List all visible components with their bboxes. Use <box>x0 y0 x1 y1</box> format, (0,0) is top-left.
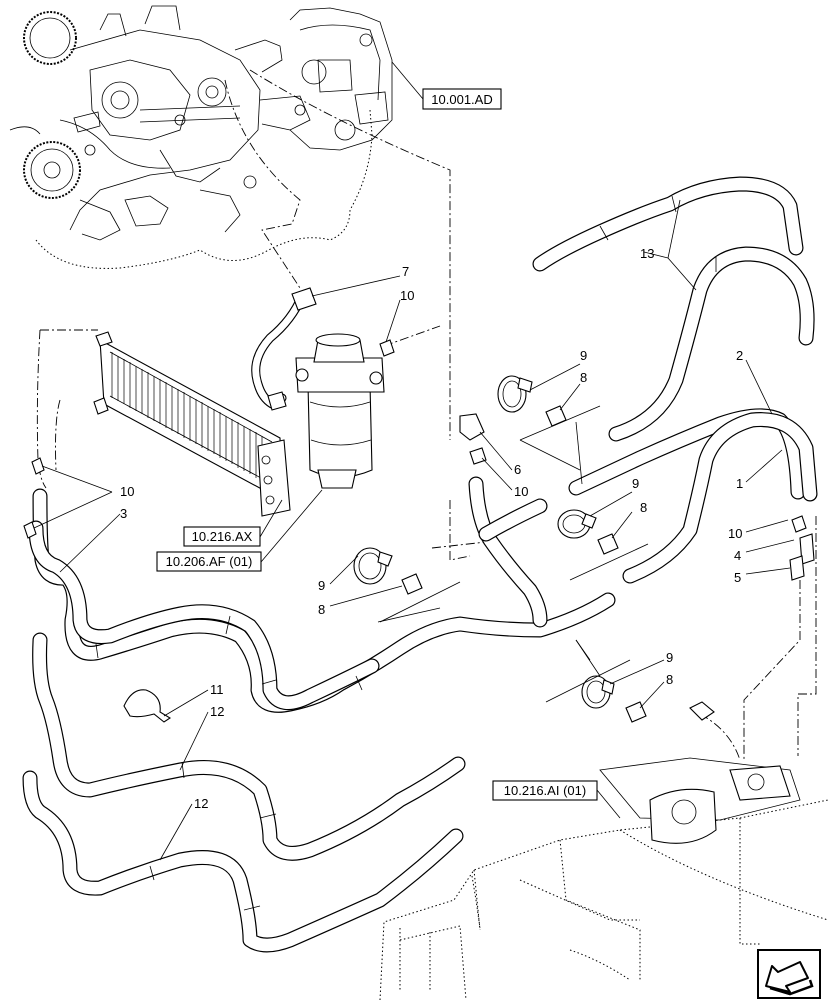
callout-8-left[interactable]: 8 <box>318 602 325 617</box>
callout-7[interactable]: 7 <box>402 264 409 279</box>
callout-numbers: 7 10 9 8 6 10 13 2 1 10 4 5 9 8 9 8 9 8 … <box>120 246 743 811</box>
fuel-filter <box>295 333 385 489</box>
ref-tank[interactable]: 10.216.AI (01) <box>492 780 598 801</box>
callout-3[interactable]: 3 <box>120 506 127 521</box>
ref-engine-label: 10.001.AD <box>431 92 492 107</box>
callout-8-mid[interactable]: 8 <box>640 500 647 515</box>
callout-9-left[interactable]: 9 <box>318 578 325 593</box>
callout-12-upper[interactable]: 12 <box>210 704 224 719</box>
fuel-tank <box>379 757 828 1001</box>
ref-cooler[interactable]: 10.216.AX <box>183 526 261 547</box>
callout-5[interactable]: 5 <box>734 570 741 585</box>
callout-13[interactable]: 13 <box>640 246 654 261</box>
fuel-line-7 <box>251 287 317 411</box>
callout-8-upper[interactable]: 8 <box>580 370 587 385</box>
callout-4[interactable]: 4 <box>734 548 741 563</box>
callout-10-center[interactable]: 10 <box>514 484 528 499</box>
ref-tank-label: 10.216.AI (01) <box>504 783 586 798</box>
callout-6[interactable]: 6 <box>514 462 521 477</box>
callout-2[interactable]: 2 <box>736 348 743 363</box>
callout-9-upper[interactable]: 9 <box>580 348 587 363</box>
next-page-arrow-icon[interactable] <box>757 949 821 999</box>
callout-1[interactable]: 1 <box>736 476 743 491</box>
callout-leaders <box>33 199 795 861</box>
callout-11[interactable]: 11 <box>210 682 224 697</box>
oil-cooler <box>36 329 291 517</box>
callout-10-right[interactable]: 10 <box>728 526 742 541</box>
ref-engine[interactable]: 10.001.AD <box>422 88 502 110</box>
callout-8-lower[interactable]: 8 <box>666 672 673 687</box>
routing-lines <box>40 69 817 761</box>
ref-cooler-label: 10.216.AX <box>192 529 253 544</box>
callout-10-cooler[interactable]: 10 <box>120 484 134 499</box>
ref-filter[interactable]: 10.206.AF (01) <box>156 551 262 572</box>
hose-3 <box>28 476 616 713</box>
hoses-1-2 <box>568 408 818 584</box>
hose-13 <box>532 176 815 442</box>
callout-10-filter[interactable]: 10 <box>400 288 414 303</box>
engine-assembly <box>9 5 393 269</box>
hoses-12 <box>22 632 466 953</box>
callout-12-lower[interactable]: 12 <box>194 796 208 811</box>
callout-9-mid[interactable]: 9 <box>632 476 639 491</box>
callout-9-lower[interactable]: 9 <box>666 650 673 665</box>
ref-filter-label: 10.206.AF (01) <box>166 554 253 569</box>
clamps <box>123 375 615 723</box>
